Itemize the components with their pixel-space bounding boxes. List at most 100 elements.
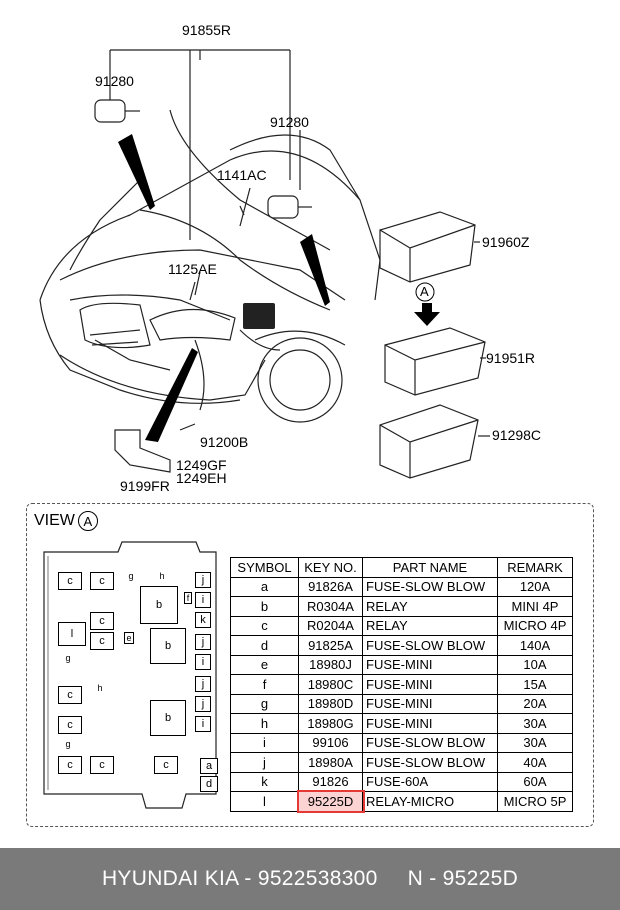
fuse-g-small-3: g bbox=[65, 739, 71, 749]
cell-remark: MICRO 5P bbox=[497, 791, 573, 812]
fuse-c-4: c bbox=[90, 632, 114, 650]
cell-part-name: FUSE-60A bbox=[362, 771, 498, 792]
cell-key-no: R0204A bbox=[298, 615, 363, 636]
cell-part-name: FUSE-MINI bbox=[362, 693, 498, 714]
fuse-c-1: c bbox=[58, 572, 82, 590]
view-a-title: VIEW A bbox=[34, 511, 98, 531]
cell-key-no: R0304A bbox=[298, 596, 363, 617]
fuse-j-4: j bbox=[195, 696, 211, 712]
fuse-b-3: b bbox=[150, 700, 186, 736]
callout-9199FR: 9199FR bbox=[120, 478, 170, 494]
fuse-c-9: c bbox=[154, 756, 178, 774]
cell-key-no: 18980D bbox=[298, 693, 363, 714]
fuse-c-6: c bbox=[58, 716, 82, 734]
fuse-i-2: i bbox=[195, 654, 211, 670]
fuse-f-small-1: f bbox=[184, 592, 192, 604]
arrow-marker-label: A bbox=[420, 284, 429, 299]
fuse-d-1: d bbox=[200, 776, 218, 792]
cell-symbol: a bbox=[230, 576, 299, 597]
cell-remark: 140A bbox=[497, 635, 573, 656]
callout-91280-right: 91280 bbox=[270, 114, 309, 130]
fuse-a-1: a bbox=[200, 758, 218, 774]
fuse-c-3: c bbox=[90, 612, 114, 630]
fuse-k-1: k bbox=[195, 612, 211, 628]
cell-symbol: f bbox=[230, 674, 299, 695]
fuse-c-8: c bbox=[90, 756, 114, 774]
cell-part-name: FUSE-MINI bbox=[362, 713, 498, 734]
callout-1141AC: 1141AC bbox=[217, 167, 267, 183]
cell-symbol: d bbox=[230, 635, 299, 656]
cell-part-name: FUSE-SLOW BLOW bbox=[362, 635, 498, 656]
fuse-c-2: c bbox=[90, 572, 114, 590]
footer-part-number: HYUNDAI KIA - 9522538300 bbox=[101, 867, 378, 890]
hood-outline bbox=[39, 150, 381, 301]
cell-symbol: l bbox=[230, 791, 299, 812]
fusebox-layout bbox=[43, 541, 217, 809]
cell-remark: MINI 4P bbox=[497, 596, 573, 617]
table-header-row: SYMBOL KEY NO. PART NAME REMARK bbox=[230, 557, 573, 578]
footer-bar: HYUNDAI KIA - 9522538300 N - 95225D bbox=[0, 848, 620, 910]
cell-remark: 20A bbox=[497, 693, 573, 714]
cell-key-no: 91826 bbox=[298, 771, 363, 792]
fuse-l-1: l bbox=[58, 622, 86, 646]
callout-1125AE: 1125AE bbox=[168, 261, 217, 277]
fuse-j-2: j bbox=[195, 634, 211, 650]
cell-remark: 15A bbox=[497, 674, 573, 695]
col-remark: REMARK bbox=[497, 557, 573, 578]
cell-part-name: RELAY bbox=[362, 596, 498, 617]
cell-symbol: k bbox=[230, 771, 299, 792]
fuse-b-1: b bbox=[140, 586, 178, 624]
callout-91298C: 91298C bbox=[492, 427, 542, 443]
cell-remark: 10A bbox=[497, 654, 573, 675]
engine-bay-diagram bbox=[39, 49, 490, 479]
cell-key-no: 18980J bbox=[298, 654, 363, 675]
cell-part-name: FUSE-MINI bbox=[362, 654, 498, 675]
col-symbol: SYMBOL bbox=[230, 557, 299, 578]
fuse-h-small-1: h bbox=[159, 571, 165, 581]
cell-key-no: 99106 bbox=[298, 732, 363, 753]
view-a-panel bbox=[26, 503, 594, 827]
cell-key-no: 18980A bbox=[298, 752, 363, 773]
fuse-c-5: c bbox=[58, 686, 82, 704]
cell-remark: 30A bbox=[497, 713, 573, 734]
cell-symbol: j bbox=[230, 752, 299, 773]
cell-part-name: FUSE-SLOW BLOW bbox=[362, 732, 498, 753]
col-part-name: PART NAME bbox=[362, 557, 498, 578]
fuse-i-3: i bbox=[195, 716, 211, 732]
cell-symbol: c bbox=[230, 615, 299, 636]
cell-symbol: e bbox=[230, 654, 299, 675]
cell-remark: 120A bbox=[497, 576, 573, 597]
cell-remark: 60A bbox=[497, 771, 573, 792]
cell-key-no: 95225D bbox=[296, 789, 365, 813]
fuse-b-2: b bbox=[150, 628, 186, 664]
footer-key-number: N - 95225D bbox=[407, 867, 519, 890]
cell-remark: 40A bbox=[497, 752, 573, 773]
cell-key-no: 91826A bbox=[298, 576, 363, 597]
fuse-g-small-1: g bbox=[128, 571, 134, 581]
cell-remark: 30A bbox=[497, 732, 573, 753]
cell-key-no: 18980G bbox=[298, 713, 363, 734]
callout-91855R: 91855R bbox=[182, 22, 232, 38]
callout-91200B: 91200B bbox=[200, 434, 249, 450]
callout-91280-left: 91280 bbox=[95, 73, 134, 89]
callout-91951R: 91951R bbox=[486, 350, 536, 366]
cell-part-name: FUSE-MINI bbox=[362, 674, 498, 695]
view-label: VIEW bbox=[34, 512, 75, 529]
cell-symbol: i bbox=[230, 732, 299, 753]
cell-part-name: FUSE-SLOW BLOW bbox=[362, 576, 498, 597]
fuse-c-7: c bbox=[58, 756, 82, 774]
cell-part-name: RELAY-MICRO bbox=[362, 791, 498, 812]
fuse-i-1: i bbox=[195, 592, 211, 608]
